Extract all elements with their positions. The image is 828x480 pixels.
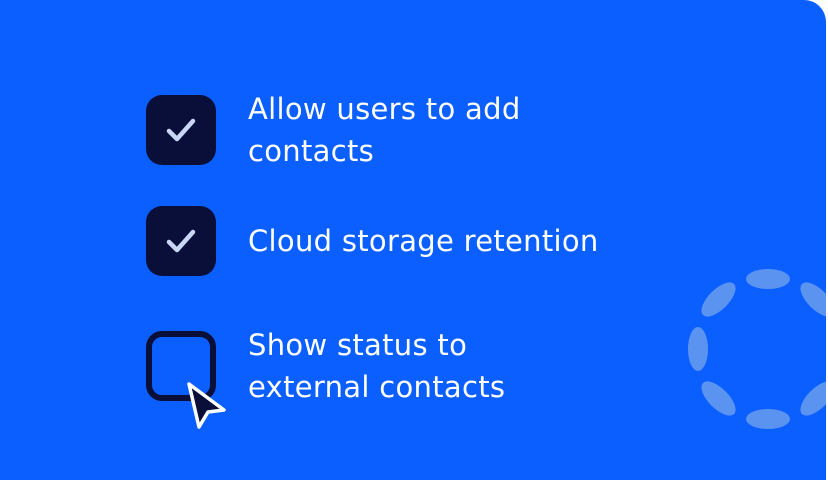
label-line: Show status to <box>248 328 468 362</box>
spinner-petal <box>701 282 736 317</box>
label-line: external contacts <box>248 370 506 404</box>
spinner-petal <box>746 409 790 429</box>
setting-show-status-external[interactable]: Show status to external contacts <box>146 324 505 408</box>
setting-label: Allow users to add contacts <box>248 88 521 172</box>
label-line: Allow users to add <box>248 92 521 126</box>
setting-cloud-storage-retention[interactable]: Cloud storage retention <box>146 206 599 276</box>
mouse-pointer-icon <box>187 382 226 429</box>
checkbox-unchecked[interactable] <box>146 331 216 401</box>
spinner-petal <box>746 269 790 289</box>
spinner-petal <box>701 381 736 416</box>
spinner-petal <box>800 282 826 317</box>
checkbox-checked[interactable] <box>146 95 216 165</box>
spinner-petal <box>800 381 826 416</box>
spinner-petal <box>688 327 708 371</box>
label-line: contacts <box>248 134 375 168</box>
check-icon <box>166 118 196 142</box>
setting-label: Cloud storage retention <box>248 220 599 262</box>
loading-spinner-icon <box>688 269 826 429</box>
setting-allow-add-contacts[interactable]: Allow users to add contacts <box>146 88 521 172</box>
check-icon <box>166 229 196 253</box>
label-line: Cloud storage retention <box>248 224 599 258</box>
checkbox-checked[interactable] <box>146 206 216 276</box>
setting-label: Show status to external contacts <box>248 324 505 408</box>
